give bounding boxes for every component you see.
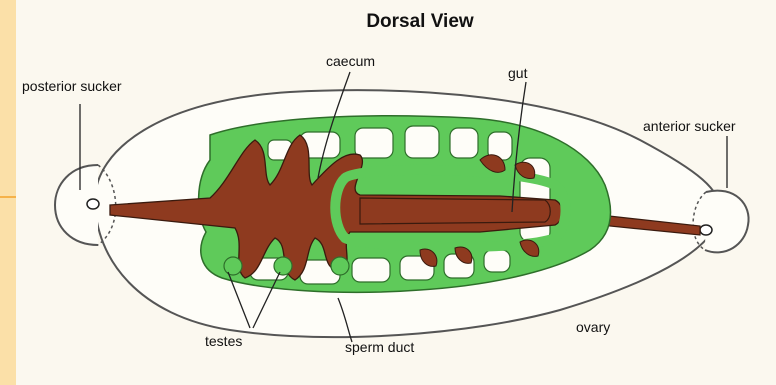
- diagram-title: Dorsal View: [366, 11, 474, 32]
- label-ovary: ovary: [576, 319, 610, 335]
- label-posterior-sucker: posterior sucker: [22, 78, 122, 94]
- label-anterior-sucker: anterior sucker: [643, 118, 736, 134]
- label-caecum: caecum: [326, 53, 375, 69]
- label-testes: testes: [205, 333, 242, 349]
- gut-inner: [360, 198, 550, 224]
- label-gut: gut: [508, 65, 528, 81]
- label-sperm-duct: sperm duct: [345, 339, 414, 355]
- anterior-sucker-pore: [700, 225, 712, 235]
- posterior-sucker-pore: [87, 199, 99, 209]
